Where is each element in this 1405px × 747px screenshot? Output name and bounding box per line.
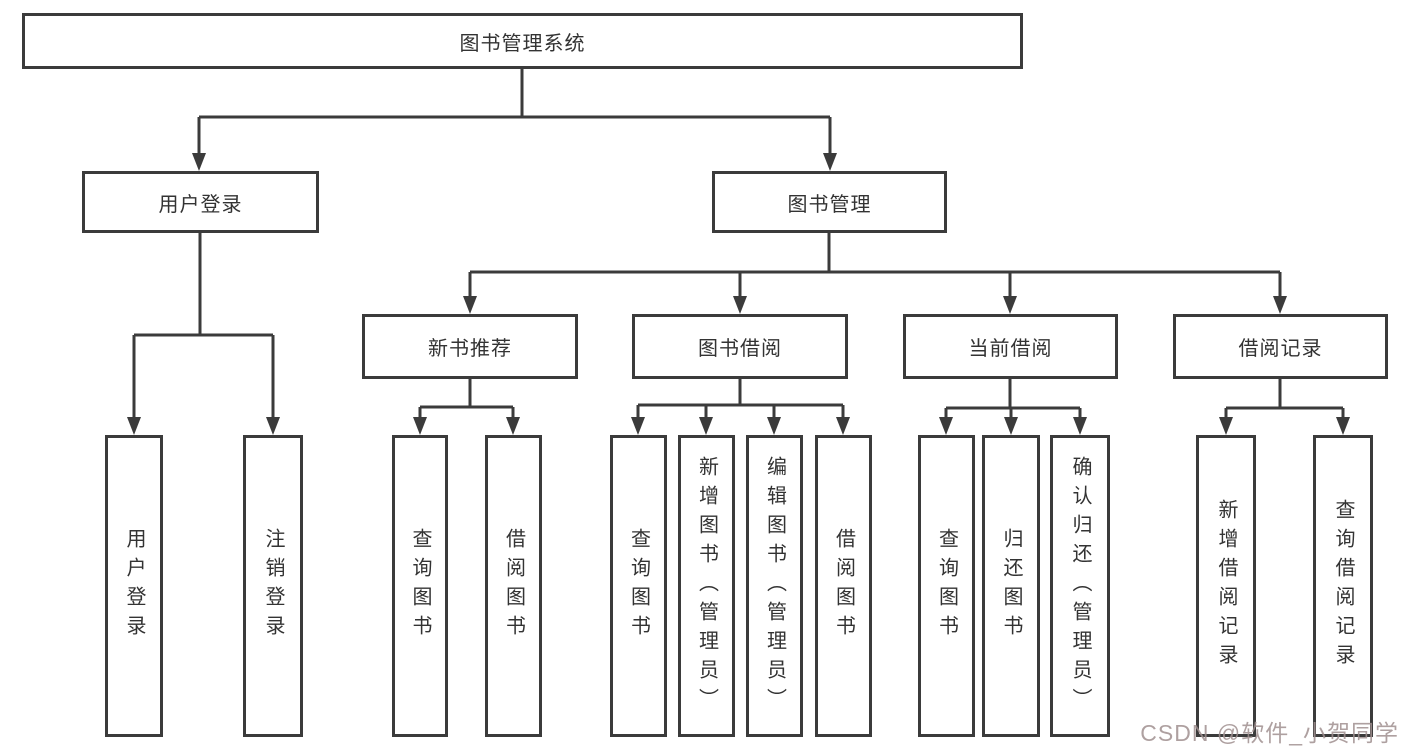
- leaf-query-borrow-record: 查询借阅记录: [1313, 435, 1373, 737]
- leaf-query-books-1: 查询图书: [392, 435, 448, 737]
- node-borrow-records: 借阅记录: [1173, 314, 1388, 379]
- csdn-watermark: CSDN @软件_小贺同学: [1140, 720, 1399, 746]
- leaf-borrow-books-2: 借阅图书: [815, 435, 872, 737]
- node-current-borrow: 当前借阅: [903, 314, 1118, 379]
- leaf-query-books-2: 查询图书: [610, 435, 667, 737]
- leaf-query-books-3: 查询图书: [918, 435, 975, 737]
- leaf-user-login: 用户登录: [105, 435, 163, 737]
- leaf-add-books-admin: 新增图书（管理员）: [678, 435, 735, 737]
- leaf-confirm-return-admin: 确认归还（管理员）: [1050, 435, 1110, 737]
- leaf-borrow-books-1: 借阅图书: [485, 435, 542, 737]
- node-new-book-recommend: 新书推荐: [362, 314, 578, 379]
- leaf-edit-books-admin: 编辑图书（管理员）: [746, 435, 803, 737]
- leaf-return-books: 归还图书: [982, 435, 1040, 737]
- leaf-add-borrow-record: 新增借阅记录: [1196, 435, 1256, 737]
- leaf-logout: 注销登录: [243, 435, 303, 737]
- node-book-management: 图书管理: [712, 171, 947, 233]
- node-book-borrow: 图书借阅: [632, 314, 848, 379]
- node-root-system: 图书管理系统: [22, 13, 1023, 69]
- node-user-login: 用户登录: [82, 171, 319, 233]
